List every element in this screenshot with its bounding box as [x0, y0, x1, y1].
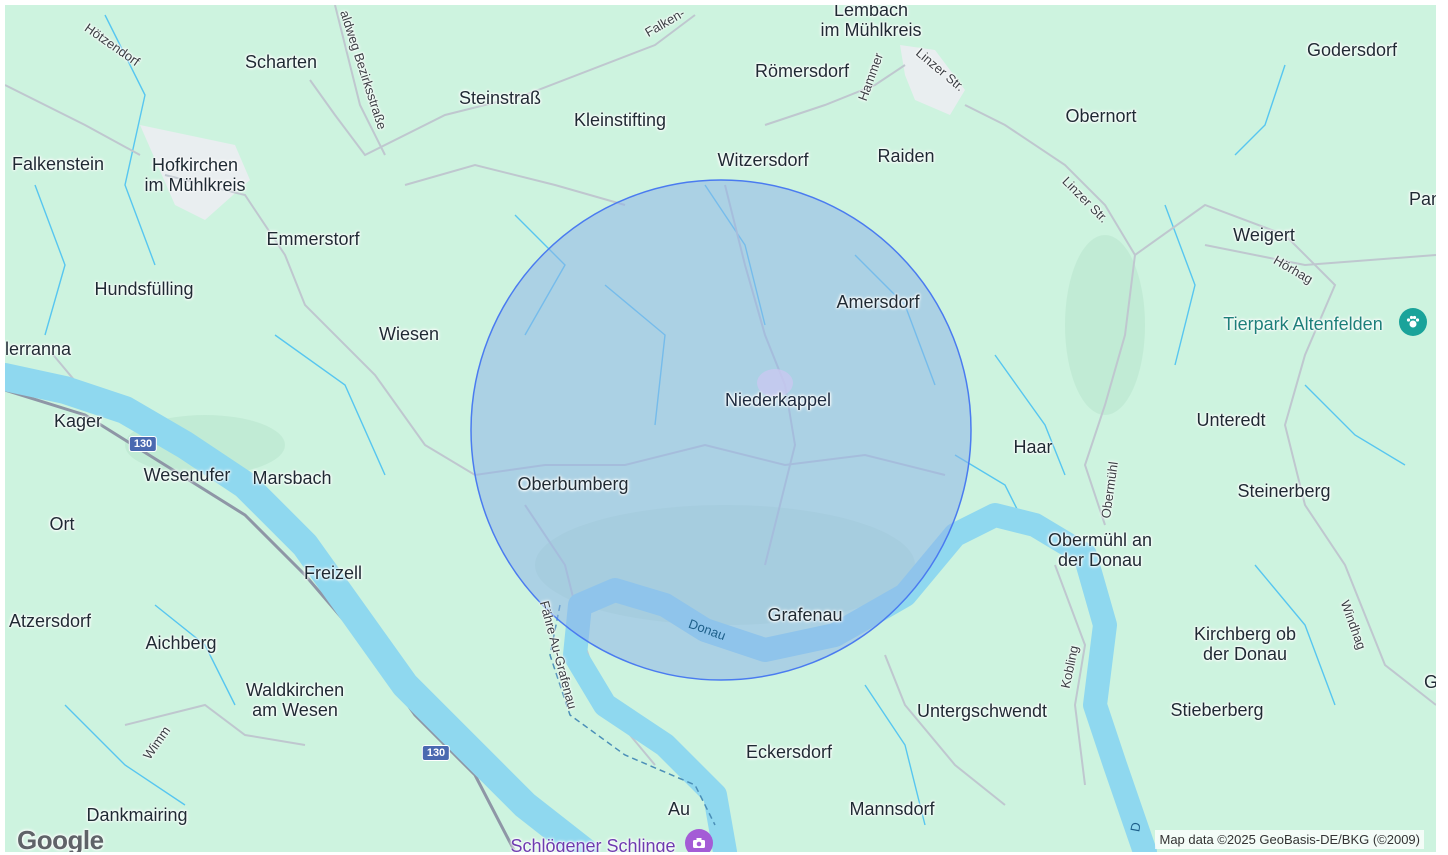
radius-circle — [470, 179, 972, 681]
place-obernort: Obernort — [1065, 106, 1137, 126]
place-hundsfuelling: Hundsfülling — [94, 279, 194, 299]
route-shield-130: 130 — [128, 436, 158, 452]
place-wesenufer: Wesenufer — [143, 465, 231, 485]
place-raiden: Raiden — [877, 146, 935, 166]
place-atzersdorf: Atzersdorf — [8, 611, 92, 631]
camera-icon-glyph — [693, 838, 705, 848]
place-stieberberg: Stieberberg — [1170, 700, 1264, 720]
google-logo: Google — [17, 825, 104, 852]
highway-b130 — [5, 388, 517, 852]
place-unteredt: Unteredt — [1196, 410, 1266, 430]
place-grafenau: Grafenau — [767, 605, 843, 625]
poi-tierpark-label[interactable]: Tierpark Altenfelden — [1223, 314, 1383, 334]
ferry-route — [549, 604, 716, 826]
paw-icon[interactable] — [1399, 308, 1427, 336]
place-weigert: Weigert — [1233, 225, 1295, 245]
place-ort: Ort — [49, 514, 75, 534]
place-kleinstifting: Kleinstifting — [573, 110, 667, 130]
route-shield-130: 130 — [421, 745, 451, 761]
place-mannsdorf: Mannsdorf — [849, 799, 935, 819]
place-pan: Pan — [1408, 189, 1436, 209]
place-emmerstorf: Emmerstorf — [266, 229, 360, 249]
poi-schloegener-label[interactable]: Schlögener Schlinge — [510, 836, 676, 852]
place-haar: Haar — [1013, 437, 1053, 457]
place-aichberg: Aichberg — [145, 633, 217, 653]
place-untergschwendt: Untergschwendt — [916, 701, 1048, 721]
place-dankmairing: Dankmairing — [86, 805, 188, 825]
place-oberbumberg: Oberbumberg — [517, 474, 629, 494]
place-wiesen: Wiesen — [378, 324, 440, 344]
place-roemersdorf: Römersdorf — [754, 61, 850, 81]
place-scharten: Scharten — [244, 52, 318, 72]
place-au: Au — [667, 799, 691, 819]
place-freizell: Freizell — [303, 563, 363, 583]
place-godersdorf: Godersdorf — [1306, 40, 1398, 60]
map-attribution[interactable]: Map data ©2025 GeoBasis-DE/BKG (©2009) — [1155, 830, 1424, 849]
niederkappel-area — [757, 369, 793, 397]
paw-icon-glyph — [1406, 315, 1420, 328]
place-niederkappel: Niederkappel — [724, 390, 832, 410]
place-amersdorf: Amersdorf — [836, 292, 920, 312]
place-falkenstein: Falkenstein — [11, 154, 105, 174]
place-witzersdorf: Witzersdorf — [717, 150, 809, 170]
camera-icon[interactable] — [685, 829, 713, 852]
map-base-layer — [5, 5, 1436, 852]
place-eckersdorf: Eckersdorf — [745, 742, 833, 762]
place-erranna: lerranna — [5, 339, 72, 359]
place-g: G — [1423, 672, 1436, 692]
town-areas — [140, 45, 965, 220]
place-steinerberg: Steinerberg — [1237, 481, 1331, 501]
place-kager: Kager — [53, 411, 103, 431]
place-steinstrass: Steinstraß — [458, 88, 542, 108]
place-marsbach: Marsbach — [252, 468, 332, 488]
